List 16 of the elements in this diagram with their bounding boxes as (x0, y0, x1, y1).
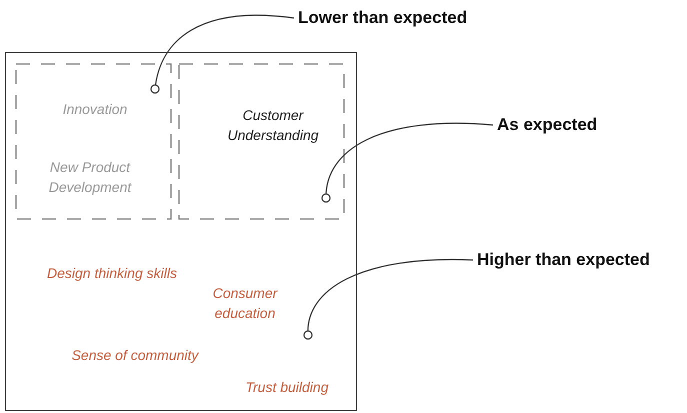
region-label: New Product Development (48, 158, 133, 198)
callout-label: Higher than expected (477, 247, 687, 273)
attribute-label: Trust building (244, 378, 330, 397)
callout-label: Lower than expected (298, 5, 498, 31)
leader-line (321, 122, 494, 203)
attribute-label: Design thinking skills (46, 264, 178, 283)
dashed-region (178, 63, 345, 220)
leader-line (303, 258, 473, 340)
attribute-label: Consumer education (212, 284, 279, 324)
leader-line (150, 14, 294, 94)
callout-label: As expected (497, 112, 627, 138)
region-label: Innovation (62, 100, 128, 119)
region-label: Customer Understanding (226, 106, 320, 146)
frame-box (5, 52, 357, 411)
dashed-region (15, 63, 172, 220)
attribute-label: Sense of community (70, 346, 200, 365)
